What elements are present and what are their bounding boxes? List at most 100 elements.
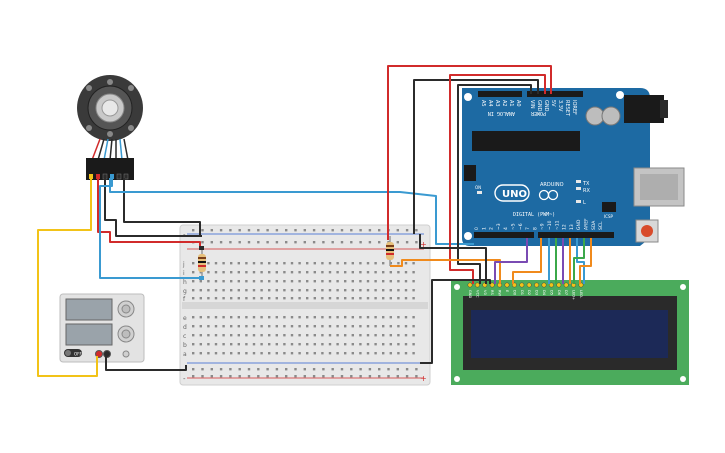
breadboard-hole[interactable] <box>207 262 210 265</box>
breadboard-hole[interactable] <box>214 297 218 300</box>
breadboard-hole[interactable] <box>237 334 240 337</box>
breadboard-hole[interactable] <box>368 375 372 378</box>
breadboard-hole[interactable] <box>344 262 347 265</box>
breadboard-hole[interactable] <box>404 271 408 274</box>
breadboard-hole[interactable] <box>312 375 316 378</box>
breadboard-hole[interactable] <box>404 262 408 265</box>
breadboard-hole[interactable] <box>245 352 248 355</box>
breadboard-hole[interactable] <box>366 325 370 328</box>
breadboard-hole[interactable] <box>290 280 294 283</box>
breadboard-hole[interactable] <box>268 271 271 274</box>
breadboard-hole[interactable] <box>199 289 202 292</box>
breadboard-hole[interactable] <box>207 297 210 300</box>
breadboard-hole[interactable] <box>245 334 248 337</box>
breadboard-hole[interactable] <box>201 241 204 244</box>
breadboard-hole[interactable] <box>222 316 225 319</box>
breadboard-hole[interactable] <box>374 262 377 265</box>
breadboard-hole[interactable] <box>207 352 210 355</box>
breadboard-hole[interactable] <box>397 334 400 337</box>
breadboard-hole[interactable] <box>192 334 195 337</box>
breadboard-hole[interactable] <box>359 271 362 274</box>
breadboard-hole[interactable] <box>328 334 332 337</box>
breadboard-hole[interactable] <box>336 316 339 319</box>
breadboard-hole[interactable] <box>350 368 353 371</box>
breadboard-hole[interactable] <box>374 325 377 328</box>
wire-green[interactable] <box>573 238 585 284</box>
breadboard-hole[interactable] <box>404 343 408 346</box>
breadboard-hole[interactable] <box>252 262 256 265</box>
breadboard-hole[interactable] <box>207 289 210 292</box>
breadboard-hole[interactable] <box>366 316 370 319</box>
breadboard-hole[interactable] <box>252 343 256 346</box>
breadboard-hole[interactable] <box>312 241 316 244</box>
breadboard-hole[interactable] <box>257 229 260 232</box>
breadboard-hole[interactable] <box>210 241 213 244</box>
breadboard-hole[interactable] <box>359 343 362 346</box>
breadboard-hole[interactable] <box>230 262 233 265</box>
breadboard-hole[interactable] <box>404 352 408 355</box>
breadboard-hole[interactable] <box>199 334 202 337</box>
breadboard-hole[interactable] <box>331 241 334 244</box>
breadboard-hole[interactable] <box>351 325 354 328</box>
breadboard-hole[interactable] <box>321 352 324 355</box>
breadboard-hole[interactable] <box>298 297 301 300</box>
breadboard-hole[interactable] <box>275 262 278 265</box>
breadboard-hole[interactable] <box>260 271 263 274</box>
breadboard-hole[interactable] <box>275 316 278 319</box>
breadboard-hole[interactable] <box>412 271 415 274</box>
breadboard-hole[interactable] <box>313 352 316 355</box>
breadboard-hole[interactable] <box>192 325 195 328</box>
breadboard-hole[interactable] <box>192 343 195 346</box>
breadboard-hole[interactable] <box>306 352 309 355</box>
breadboard-hole[interactable] <box>222 262 225 265</box>
breadboard-hole[interactable] <box>294 229 297 232</box>
breadboard-hole[interactable] <box>350 229 353 232</box>
breadboard-hole[interactable] <box>294 375 297 378</box>
breadboard-hole[interactable] <box>207 280 210 283</box>
wire-purple[interactable] <box>494 238 528 284</box>
breadboard-hole[interactable] <box>359 334 362 337</box>
breadboard-hole[interactable] <box>397 325 400 328</box>
breadboard-hole[interactable] <box>321 316 324 319</box>
breadboard-hole[interactable] <box>268 343 271 346</box>
breadboard-hole[interactable] <box>230 271 233 274</box>
breadboard-hole[interactable] <box>405 368 409 371</box>
breadboard-hole[interactable] <box>350 241 353 244</box>
breadboard-hole[interactable] <box>214 352 218 355</box>
breadboard-hole[interactable] <box>321 334 324 337</box>
breadboard-hole[interactable] <box>290 343 294 346</box>
breadboard-hole[interactable] <box>275 280 278 283</box>
breadboard-hole[interactable] <box>283 352 286 355</box>
breadboard-hole[interactable] <box>415 229 418 232</box>
breadboard-hole[interactable] <box>290 297 294 300</box>
breadboard-hole[interactable] <box>322 229 325 232</box>
breadboard-hole[interactable] <box>404 316 408 319</box>
breadboard-hole[interactable] <box>382 289 385 292</box>
breadboard-hole[interactable] <box>328 352 332 355</box>
breadboard-hole[interactable] <box>313 280 316 283</box>
breadboard-hole[interactable] <box>285 241 288 244</box>
breadboard-hole[interactable] <box>313 297 316 300</box>
breadboard-hole[interactable] <box>412 343 415 346</box>
breadboard-hole[interactable] <box>344 334 347 337</box>
breadboard-hole[interactable] <box>298 271 301 274</box>
breadboard-hole[interactable] <box>260 280 263 283</box>
breadboard-hole[interactable] <box>260 352 263 355</box>
breadboard-hole[interactable] <box>237 262 240 265</box>
breadboard-hole[interactable] <box>219 241 223 244</box>
breadboard-hole[interactable] <box>238 241 241 244</box>
breadboard-hole[interactable] <box>303 241 306 244</box>
breadboard-hole[interactable] <box>344 325 347 328</box>
breadboard-hole[interactable] <box>374 297 377 300</box>
breadboard-hole[interactable] <box>359 280 362 283</box>
breadboard-hole[interactable] <box>366 334 370 337</box>
breadboard-hole[interactable] <box>344 343 347 346</box>
breadboard-hole[interactable] <box>344 352 347 355</box>
breadboard-hole[interactable] <box>306 280 309 283</box>
breadboard-hole[interactable] <box>214 262 218 265</box>
wire-black[interactable] <box>104 178 202 237</box>
breadboard-hole[interactable] <box>321 262 324 265</box>
breadboard-hole[interactable] <box>214 325 218 328</box>
breadboard-hole[interactable] <box>201 229 204 232</box>
lcd-pin[interactable] <box>556 282 562 288</box>
